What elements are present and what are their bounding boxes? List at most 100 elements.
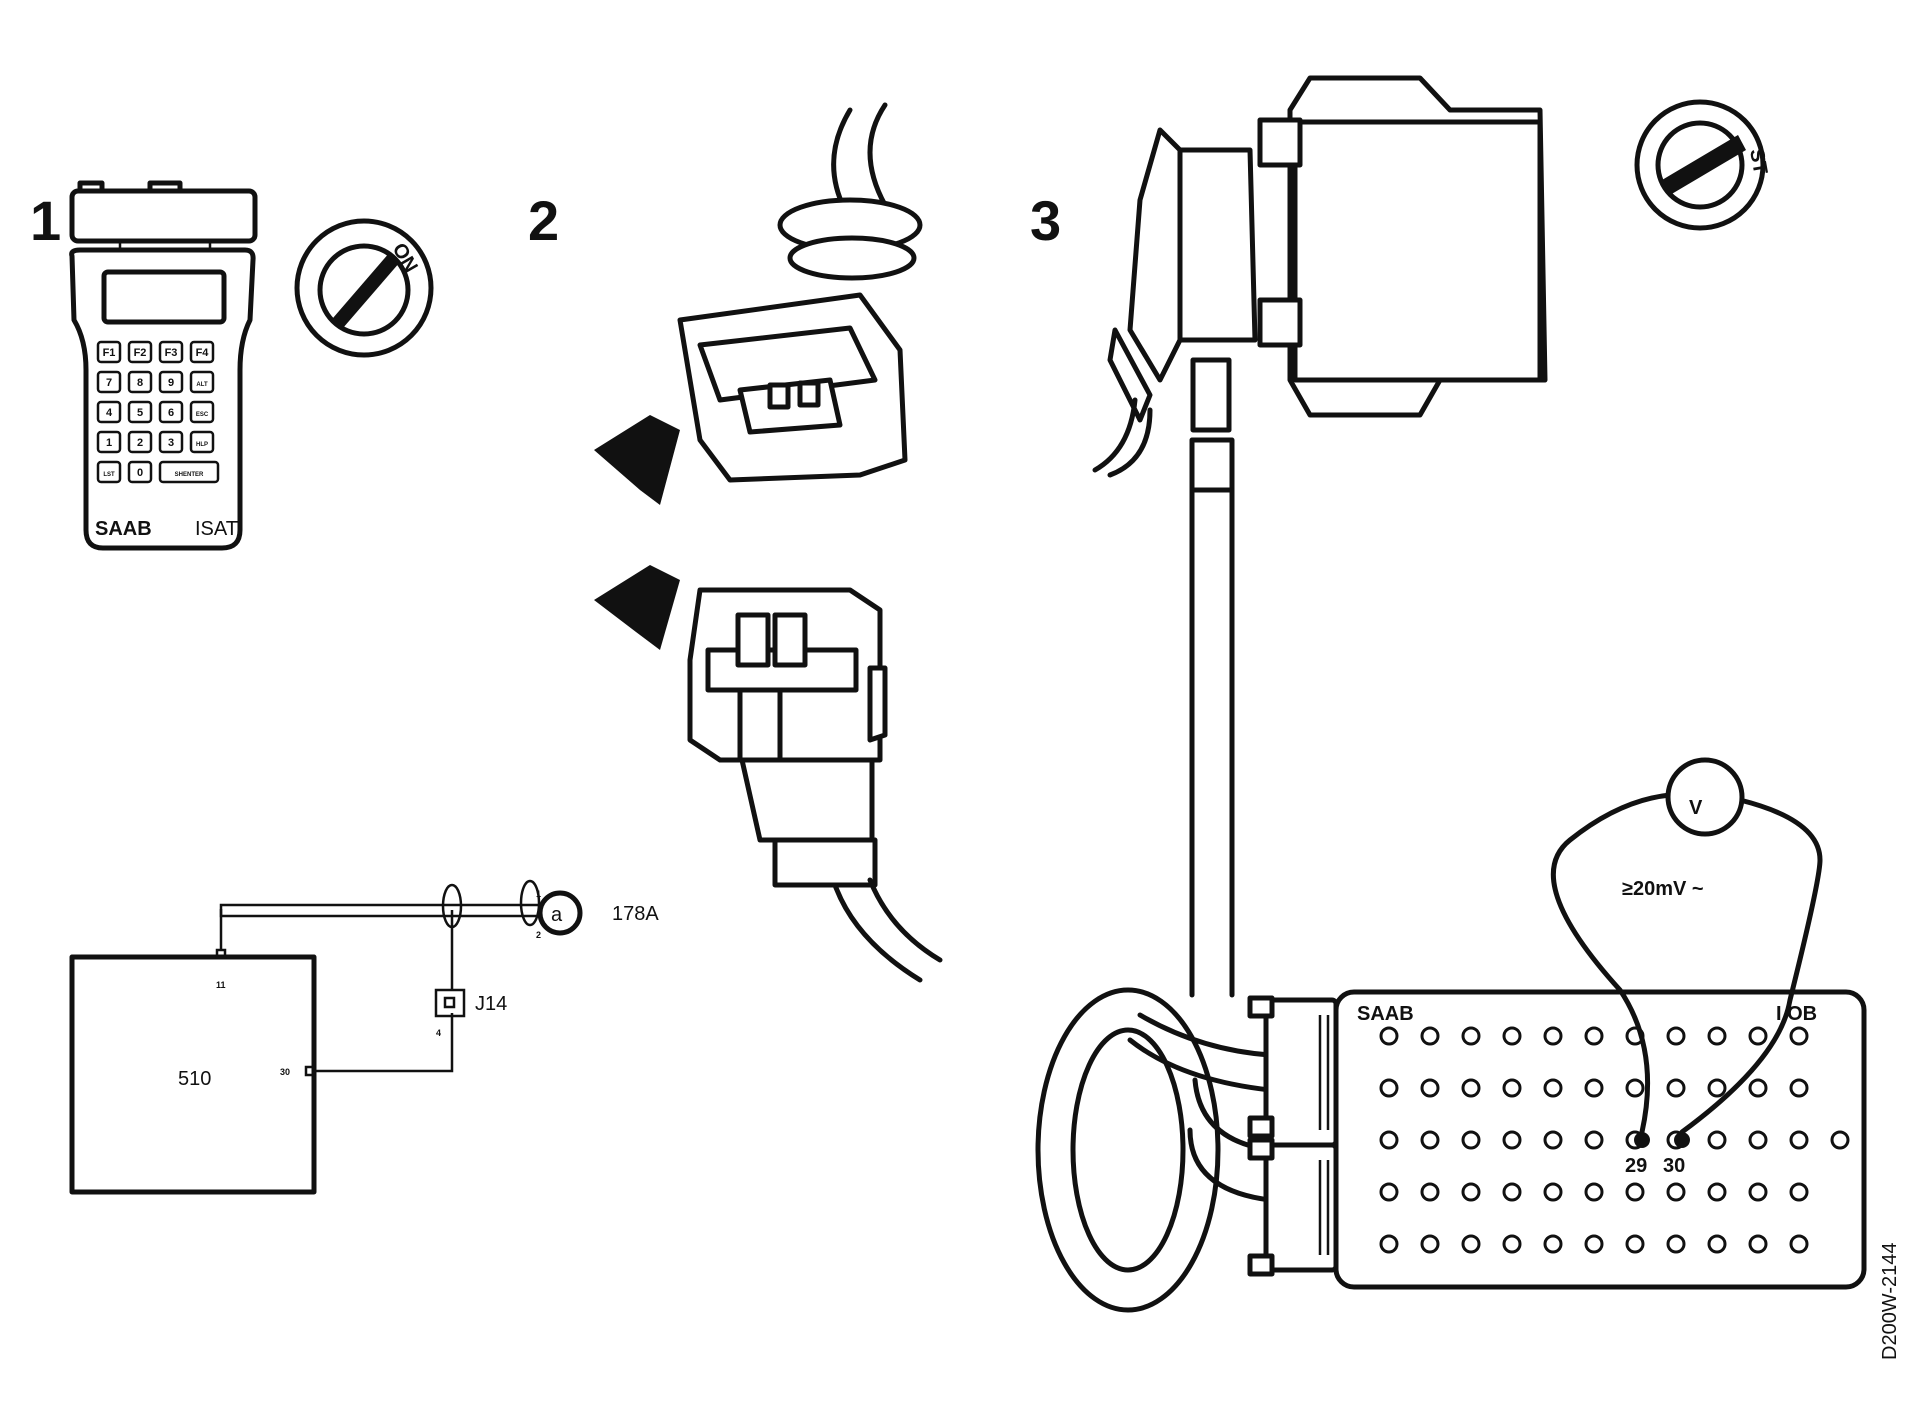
test-socket (1502, 1130, 1522, 1150)
adapter-cable (1189, 357, 1235, 998)
airflow-meter (1092, 75, 1548, 478)
test-socket (1543, 1130, 1563, 1150)
tester-key (127, 340, 153, 364)
test-socket (1420, 1078, 1440, 1098)
test-socket (1584, 1078, 1604, 1098)
test-pin-30-label: 30 (1663, 1155, 1685, 1177)
test-socket (1379, 1234, 1399, 1254)
tester-key-label: 8 (137, 377, 143, 389)
tester-key-label: LST (103, 472, 115, 478)
tester-key (189, 370, 215, 394)
test-socket-grid (1379, 1026, 1850, 1254)
tester-key-label: F3 (165, 347, 178, 359)
test-socket (1420, 1130, 1440, 1150)
test-socket (1748, 1078, 1768, 1098)
test-socket (1502, 1234, 1522, 1254)
test-socket (1461, 1026, 1481, 1046)
test-socket (1707, 1026, 1727, 1046)
voltmeter-symbol: V (1689, 797, 1703, 819)
ignition-key-on-icon: ON (294, 218, 434, 358)
test-pin-29-probe (1634, 1132, 1650, 1148)
tester-key (127, 370, 153, 394)
control-unit-label: 510 (178, 1068, 211, 1090)
test-socket (1543, 1234, 1563, 1254)
tester-key (189, 400, 215, 424)
tester-key (158, 460, 220, 484)
test-socket (1789, 1182, 1809, 1202)
tester-brand: SAAB (95, 518, 152, 540)
tester-key (158, 430, 184, 454)
test-socket (1707, 1182, 1727, 1202)
test-socket (1461, 1182, 1481, 1202)
test-socket (1666, 1234, 1686, 1254)
test-socket (1543, 1182, 1563, 1202)
test-socket (1748, 1130, 1768, 1150)
arrow-icon (594, 415, 680, 505)
test-socket (1543, 1026, 1563, 1046)
tester-key (96, 430, 122, 454)
step-1-number: 1 (30, 189, 61, 252)
cable-loop (1035, 987, 1273, 1313)
connector-j14-pin: 4 (436, 1028, 441, 1038)
test-socket (1502, 1182, 1522, 1202)
test-socket (1748, 1182, 1768, 1202)
test-socket (1789, 1234, 1809, 1254)
tester-key (96, 370, 122, 394)
tester-key (158, 340, 184, 364)
tester-key-label: F2 (134, 347, 147, 359)
tester-key (96, 460, 122, 484)
test-socket (1666, 1078, 1686, 1098)
voltmeter-icon (1665, 757, 1745, 837)
tester-key (158, 370, 184, 394)
tester-key-label: 1 (106, 437, 112, 449)
test-socket (1707, 1130, 1727, 1150)
tester-key-label: 4 (106, 407, 113, 419)
sensor-connector-female (677, 197, 923, 483)
voltmeter: V ≥20mV ~ (1550, 757, 1823, 1135)
test-socket (1707, 1234, 1727, 1254)
ignition-st-label: ST (1745, 147, 1771, 176)
tester-key-label: 9 (168, 377, 174, 389)
tester-key (127, 460, 153, 484)
sensor-symbol-label: a (551, 904, 563, 926)
test-socket (1379, 1026, 1399, 1046)
wiring-schematic: 510 11 30 J14 4 a 1 2 178A (69, 879, 659, 1195)
test-socket (1420, 1026, 1440, 1046)
tester-key-label: F1 (103, 347, 116, 359)
sensor-cable (831, 102, 888, 213)
test-socket (1707, 1078, 1727, 1098)
tester-key (189, 430, 215, 454)
test-socket (1625, 1182, 1645, 1202)
tester-key-label: F4 (196, 347, 210, 359)
sensor-178a-label: 178A (612, 903, 659, 925)
test-socket (1584, 1182, 1604, 1202)
test-socket (1830, 1130, 1850, 1150)
step-3-number: 3 (1030, 189, 1061, 252)
pin-11-label: 11 (216, 980, 226, 990)
test-socket (1379, 1078, 1399, 1098)
test-socket (1666, 1182, 1686, 1202)
tester-key-label: SHENTER (175, 472, 204, 478)
test-socket (1543, 1078, 1563, 1098)
test-socket (1625, 1234, 1645, 1254)
pin-30-label: 30 (280, 1067, 290, 1077)
tester-key-label: 3 (168, 437, 174, 449)
test-socket (1461, 1078, 1481, 1098)
test-socket (1625, 1078, 1645, 1098)
sensor-pin-1: 1 (536, 889, 541, 899)
test-socket (1584, 1026, 1604, 1046)
test-socket (1420, 1182, 1440, 1202)
step-2-number: 2 (528, 189, 559, 252)
test-socket (1502, 1078, 1522, 1098)
test-socket (1666, 1026, 1686, 1046)
test-socket (1789, 1078, 1809, 1098)
voltmeter-reading: ≥20mV ~ (1622, 878, 1704, 900)
tester-key-label: 0 (137, 467, 143, 479)
test-socket (1789, 1130, 1809, 1150)
breakout-box: SAAB I OB 29 30 (1247, 989, 1867, 1290)
test-pin-30-probe (1674, 1132, 1690, 1148)
tester-display (101, 269, 227, 325)
